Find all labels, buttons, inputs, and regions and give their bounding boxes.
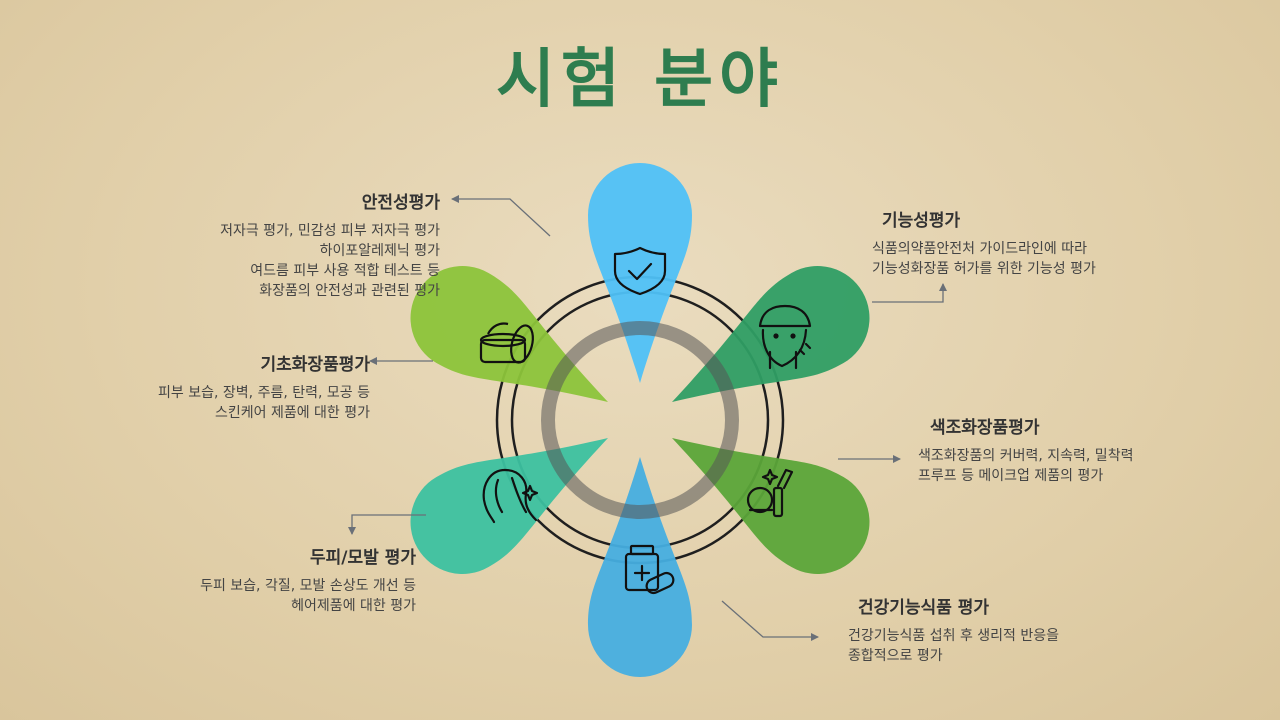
- section-health-line: 건강기능식품 섭취 후 생리적 반응을: [848, 628, 1059, 644]
- connector-hair: [348, 514, 426, 535]
- section-safety-line: 저자극 평가, 민감성 피부 저자극 평가: [220, 223, 440, 239]
- shield-check-icon: [613, 246, 667, 296]
- section-basic: 기초화장품평가 피부 보습, 장벽, 주름, 탄력, 모공 등 스킨케어 제품에…: [158, 350, 370, 423]
- section-basic-line: 피부 보습, 장벽, 주름, 탄력, 모공 등: [158, 385, 370, 401]
- section-basic-heading: 기초화장품평가: [260, 355, 370, 375]
- inner-ring: [541, 321, 739, 519]
- section-hair-line: 두피 보습, 각질, 모발 손상도 개선 등: [200, 578, 416, 594]
- section-safety-line: 여드름 피부 사용 적합 테스트 등: [250, 263, 440, 279]
- section-functional-line: 기능성화장품 허가를 위한 기능성 평가: [872, 261, 1096, 277]
- section-safety-heading: 안전성평가: [361, 193, 440, 213]
- petal-health: [588, 457, 692, 677]
- section-safety-line: 하이포알레제닉 평가: [319, 243, 440, 259]
- section-safety-line: 화장품의 안전성과 관련된 평가: [259, 283, 440, 299]
- face-cap-icon: [758, 304, 812, 370]
- section-functional-line: 식품의약품안전처 가이드라인에 따라: [872, 241, 1087, 257]
- makeup-icon: [746, 468, 794, 518]
- section-functional: 기능성평가 식품의약품안전처 가이드라인에 따라 기능성화장품 허가를 위한 기…: [872, 206, 1096, 279]
- page-title: 시험 분야: [496, 43, 784, 117]
- section-safety: 안전성평가 저자극 평가, 민감성 피부 저자극 평가 하이포알레제닉 평가 여…: [220, 188, 440, 301]
- woman-hair-icon: [482, 468, 539, 524]
- section-health-line: 종합적으로 평가: [848, 648, 943, 664]
- section-color-cosmetic: 색조화장품평가 색조화장품의 커버력, 지속력, 밀착력 프루프 등 메이크업 …: [918, 413, 1133, 486]
- section-color-cosmetic-line: 색조화장품의 커버력, 지속력, 밀착력: [918, 448, 1134, 464]
- connector-safety: [451, 195, 551, 237]
- petal-safety: [588, 163, 692, 383]
- section-color-cosmetic-heading: 색조화장품평가: [930, 418, 1040, 438]
- section-functional-heading: 기능성평가: [882, 211, 961, 231]
- medicine-bottle-icon: [624, 544, 675, 595]
- section-hair-line: 헤어제품에 대한 평가: [291, 598, 416, 614]
- section-health: 건강기능식품 평가 건강기능식품 섭취 후 생리적 반응을 종합적으로 평가: [848, 593, 1059, 666]
- connector-functional: [872, 283, 947, 303]
- section-health-heading: 건강기능식품 평가: [858, 598, 990, 618]
- connector-health: [721, 600, 819, 641]
- cream-jar-icon: [479, 322, 534, 364]
- section-hair-heading: 두피/모발 평가: [310, 548, 416, 568]
- section-basic-line: 스킨케어 제품에 대한 평가: [214, 405, 370, 421]
- section-color-cosmetic-line: 프루프 등 메이크업 제품의 평가: [918, 468, 1104, 484]
- section-hair: 두피/모발 평가 두피 보습, 각질, 모발 손상도 개선 등 헤어제품에 대한…: [200, 543, 416, 616]
